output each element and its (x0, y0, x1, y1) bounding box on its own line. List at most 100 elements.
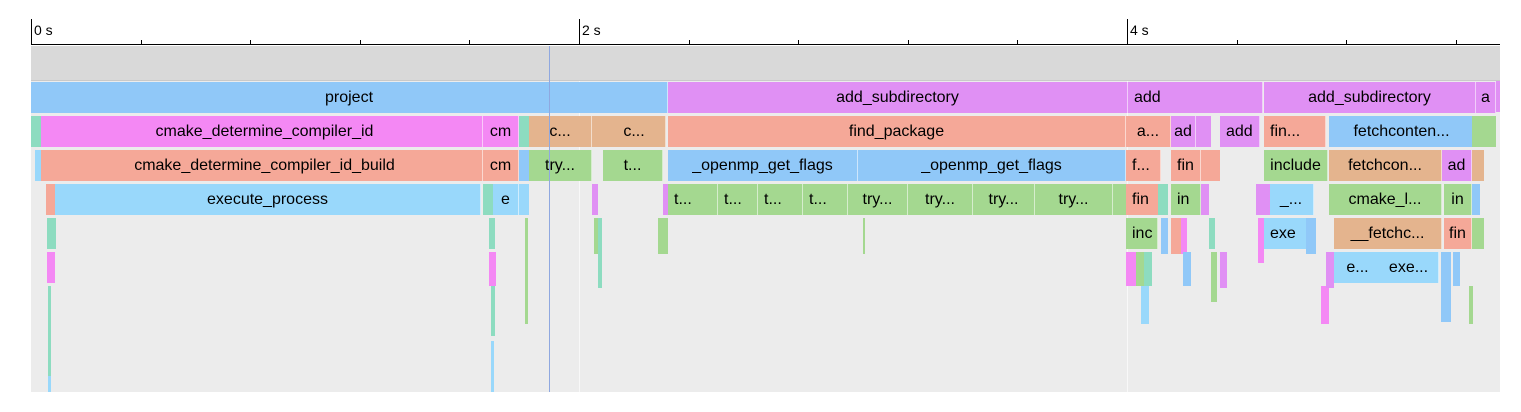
flame-sliver[interactable] (1136, 252, 1144, 286)
flame-sliver[interactable] (1183, 252, 1191, 286)
flame-sliver[interactable] (1306, 218, 1316, 254)
flame-frame[interactable]: cm (483, 116, 519, 147)
flame-sliver[interactable] (41, 116, 47, 147)
flame-frame[interactable]: try... (529, 150, 592, 181)
flame-frame[interactable]: try... (848, 184, 908, 215)
flame-frame[interactable]: in (1444, 184, 1472, 215)
flame-sliver[interactable] (35, 150, 41, 181)
flame-sliver[interactable] (48, 376, 51, 392)
flame-sliver[interactable] (1472, 218, 1484, 249)
flame-sliver[interactable] (48, 286, 51, 376)
flame-frame[interactable]: cmake_determine_compiler_id (47, 116, 483, 147)
flame-frame[interactable]: f... (1126, 150, 1161, 181)
flame-sliver[interactable] (489, 218, 495, 249)
flame-frame[interactable]: in (1171, 184, 1201, 215)
flame-sliver[interactable] (1472, 184, 1480, 215)
flame-sliver[interactable] (1258, 218, 1264, 263)
flame-sliver[interactable] (519, 116, 529, 147)
flame-frame[interactable]: add (1220, 116, 1260, 147)
flame-sliver[interactable] (1144, 252, 1152, 286)
flame-frame[interactable]: exe... (1379, 252, 1439, 283)
flame-sliver[interactable] (1220, 252, 1227, 288)
flame-frame[interactable]: _openmp_get_flags (858, 150, 1126, 181)
flame-sliver[interactable] (525, 218, 528, 324)
flame-frame[interactable]: fin (1171, 150, 1201, 181)
flame-frame[interactable]: cmake_determine_compiler_id_build (47, 150, 483, 181)
flame-frame[interactable]: execute_process (55, 184, 481, 215)
flame-sliver[interactable] (1196, 116, 1211, 147)
flame-frame[interactable]: try... (973, 184, 1035, 215)
flame-frame[interactable]: c... (603, 116, 666, 147)
flame-sliver[interactable] (1113, 184, 1126, 215)
flame-sliver[interactable] (1496, 81, 1500, 112)
flame-sliver[interactable] (1209, 218, 1215, 249)
flame-frame[interactable]: exe (1264, 218, 1314, 249)
flame-sliver[interactable] (1264, 184, 1270, 215)
flame-frame[interactable]: include (1264, 150, 1328, 181)
flame-sliver[interactable] (1209, 150, 1220, 181)
flame-sliver[interactable] (483, 184, 493, 215)
flame-frame[interactable]: fin (1444, 218, 1472, 249)
flame-sliver[interactable] (519, 184, 529, 215)
flame-frame[interactable]: fetchcon... (1329, 150, 1442, 181)
flame-frame[interactable]: t... (603, 150, 663, 181)
flame-frame[interactable]: cmake_l... (1329, 184, 1442, 215)
flame-frame[interactable]: c... (529, 116, 592, 147)
flame-sliver[interactable] (1171, 218, 1181, 254)
flame-sliver[interactable] (1321, 286, 1329, 324)
flame-sliver[interactable] (1158, 184, 1168, 215)
flame-frame[interactable]: add (1128, 82, 1263, 113)
flame-sliver[interactable] (519, 150, 529, 181)
flame-frame[interactable]: a (1476, 82, 1496, 113)
flame-frame[interactable]: t... (718, 184, 758, 215)
flame-frame[interactable]: ad (1442, 150, 1472, 181)
flame-sliver[interactable] (491, 286, 495, 336)
flame-sliver[interactable] (1472, 116, 1484, 147)
flame-sliver[interactable] (863, 218, 865, 254)
flame-sliver[interactable] (598, 218, 602, 288)
flame-frame[interactable]: ad (1171, 116, 1196, 147)
flame-sliver[interactable] (1126, 252, 1136, 286)
flame-frame[interactable]: cm (483, 150, 519, 181)
flame-sliver[interactable] (1484, 116, 1496, 147)
flame-sliver[interactable] (592, 184, 598, 215)
flame-sliver[interactable] (1201, 184, 1209, 215)
flame-frame[interactable]: fin... (1264, 116, 1326, 147)
flame-sliver[interactable] (1472, 150, 1484, 181)
flame-sliver[interactable] (1211, 252, 1217, 302)
flame-sliver[interactable] (1256, 184, 1264, 215)
flame-frame[interactable]: _openmp_get_flags (668, 150, 858, 181)
flame-sliver[interactable] (41, 150, 47, 181)
flame-sliver[interactable] (658, 218, 663, 254)
flame-sliver[interactable] (489, 252, 496, 286)
flame-frame[interactable]: fin (1126, 184, 1161, 215)
flame-frame[interactable]: e (493, 184, 519, 215)
flame-frame[interactable]: try... (1035, 184, 1113, 215)
flame-sliver[interactable] (1161, 218, 1168, 254)
flame-frame[interactable]: add_subdirectory (668, 82, 1128, 113)
flame-sliver[interactable] (663, 218, 668, 254)
flame-sliver[interactable] (47, 252, 55, 283)
flame-frame[interactable]: a... (1126, 116, 1171, 147)
flame-frame[interactable]: t... (803, 184, 848, 215)
timeline-overview-bar[interactable] (31, 46, 1500, 81)
flame-frame[interactable]: try... (908, 184, 973, 215)
flame-sliver[interactable] (1453, 252, 1460, 286)
flame-sliver[interactable] (1141, 286, 1149, 324)
flame-sliver[interactable] (1441, 252, 1451, 322)
flame-frame[interactable]: t... (758, 184, 803, 215)
flame-frame[interactable]: t... (668, 184, 718, 215)
flame-sliver[interactable] (592, 116, 603, 147)
flame-frame[interactable]: fetchconten... (1329, 116, 1475, 147)
flame-frame[interactable]: project (31, 82, 668, 113)
flame-sliver[interactable] (1181, 218, 1187, 254)
flame-frame[interactable]: inc (1126, 218, 1158, 249)
flame-sliver[interactable] (594, 218, 598, 254)
flame-frame[interactable]: e... (1329, 252, 1387, 283)
flame-frame[interactable]: _... (1269, 184, 1314, 215)
flame-sliver[interactable] (1201, 150, 1209, 181)
flame-sliver[interactable] (47, 218, 56, 249)
flame-frame[interactable]: __fetchc... (1334, 218, 1442, 249)
flame-sliver[interactable] (1326, 252, 1334, 288)
